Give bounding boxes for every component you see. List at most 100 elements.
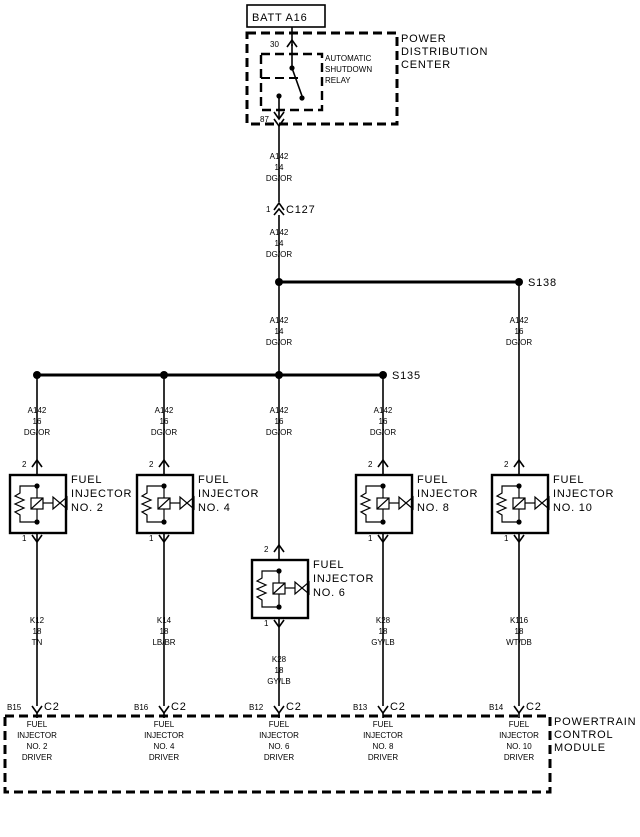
driver-wire-color: GY/LB xyxy=(267,677,291,686)
pcm-pin-label-line-3: NO. 2 xyxy=(27,742,48,751)
main-feed-wire: A142 14 DG/OR 1 C127 A142 14 DG/OR A142 … xyxy=(266,126,316,375)
driver-wire-gauge: 18 xyxy=(515,627,524,636)
injector-pin-bottom: 1 xyxy=(264,619,269,628)
pcm-pin-label-line-3: NO. 8 xyxy=(373,742,394,751)
pcm-pin-label-line-4: DRIVER xyxy=(22,753,52,762)
injector-label-line-1: FUEL xyxy=(553,474,584,486)
injector-label-line-2: INJECTOR xyxy=(71,488,132,500)
pcm-pin-label-line-4: DRIVER xyxy=(149,753,179,762)
injector-label-line-1: FUEL xyxy=(198,474,229,486)
injector-label-line-1: FUEL xyxy=(417,474,448,486)
injector-label-line-2: INJECTOR xyxy=(198,488,259,500)
driver-wire-color: LB/BR xyxy=(152,638,175,647)
pcm-pin-label-line-3: NO. 6 xyxy=(269,742,290,751)
injector-label-line-3: NO. 10 xyxy=(553,502,593,514)
pcm-pin-label-line-1: FUEL xyxy=(269,720,290,729)
main-wire-s138-gauge: 14 xyxy=(275,327,284,336)
injector-pin-bottom: 1 xyxy=(368,534,373,543)
injector-pin-top: 2 xyxy=(22,460,27,469)
splice-s135: S135 xyxy=(33,370,421,382)
relay-label-line-2: SHUTDOWN xyxy=(325,65,372,74)
pcm-pin-label-line-2: INJECTOR xyxy=(17,731,57,740)
power-distribution-center: POWER DISTRIBUTION CENTER 30 87 xyxy=(245,31,487,126)
powertrain-control-module: POWERTRAIN CONTROL MODULE xyxy=(3,714,636,794)
injector-pin-bottom: 1 xyxy=(22,534,27,543)
pcm-pin-label-line-4: DRIVER xyxy=(264,753,294,762)
pcm-label-line-3: MODULE xyxy=(554,742,606,754)
pcm-pin-label-line-2: INJECTOR xyxy=(363,731,403,740)
driver-wire-color: WT/DB xyxy=(506,638,532,647)
injector-label-line-1: FUEL xyxy=(313,559,344,571)
injector-label-line-2: INJECTOR xyxy=(417,488,478,500)
driver-wire-circuit: K12 xyxy=(30,616,45,625)
s138-branch-circuit: A142 xyxy=(510,316,529,325)
pcm-connector-label: C2 xyxy=(44,701,60,713)
driver-wire-circuit: K28 xyxy=(272,655,287,664)
injector-pin-bottom: 1 xyxy=(504,534,509,543)
injector-label-line-3: NO. 8 xyxy=(417,502,450,514)
pcm-pin-number: B16 xyxy=(134,703,149,712)
injector-label-line-1: FUEL xyxy=(71,474,102,486)
pcm-pin-label-line-1: FUEL xyxy=(373,720,394,729)
driver-wire-circuit: K116 xyxy=(510,616,529,625)
pcm-pin-label-line-1: FUEL xyxy=(154,720,175,729)
pcm-connector-label: C2 xyxy=(171,701,187,713)
pdc-label-line-1: POWER xyxy=(401,33,447,45)
pcm-pin-label-line-4: DRIVER xyxy=(368,753,398,762)
c127-label: C127 xyxy=(286,204,316,216)
pcm-label-line-1: POWERTRAIN xyxy=(554,716,636,728)
relay-pin-87: 87 xyxy=(260,115,269,124)
pcm-pin-label-line-2: INJECTOR xyxy=(144,731,184,740)
battery-feed: BATT A16 xyxy=(246,4,326,46)
relay-label-line-3: RELAY xyxy=(325,76,351,85)
main-wire-lower-color: DG/OR xyxy=(266,250,292,259)
pcm-connector-label: C2 xyxy=(526,701,542,713)
driver-wire-gauge: 18 xyxy=(275,666,284,675)
injector-pin-top: 2 xyxy=(264,545,269,554)
driver-wire-circuit: K28 xyxy=(376,616,391,625)
pcm-pin-label-line-4: DRIVER xyxy=(504,753,534,762)
main-wire-s138-circuit: A142 xyxy=(270,316,289,325)
injector-label-line-3: NO. 2 xyxy=(71,502,104,514)
injector-label-line-3: NO. 6 xyxy=(313,587,346,599)
main-wire-upper-color: DG/OR xyxy=(266,174,292,183)
injector-pin-top: 2 xyxy=(149,460,154,469)
pcm-pin-number: B13 xyxy=(353,703,368,712)
c127-pin: 1 xyxy=(266,205,271,214)
pdc-label-line-3: CENTER xyxy=(401,59,451,71)
s135-label: S135 xyxy=(392,370,421,382)
main-wire-lower-circuit: A142 xyxy=(270,228,289,237)
main-wire-s138-color: DG/OR xyxy=(266,338,292,347)
pcm-pin-label-line-3: NO. 4 xyxy=(154,742,175,751)
pcm-pin-label-line-1: FUEL xyxy=(27,720,48,729)
pcm-pin-number: B14 xyxy=(489,703,504,712)
relay-label-line-1: AUTOMATIC xyxy=(325,54,372,63)
main-wire-lower-gauge: 14 xyxy=(275,239,284,248)
pcm-pin-label-line-2: INJECTOR xyxy=(259,731,299,740)
relay-pin-30: 30 xyxy=(270,40,279,49)
driver-wire-circuit: K14 xyxy=(157,616,172,625)
pcm-pin-label-line-3: NO. 10 xyxy=(506,742,532,751)
injector-pin-top: 2 xyxy=(504,460,509,469)
pcm-label-line-2: CONTROL xyxy=(554,729,613,741)
battery-label: BATT A16 xyxy=(252,12,308,24)
pcm-pin-label-line-1: FUEL xyxy=(509,720,530,729)
driver-wire-color: TN xyxy=(32,638,43,647)
injector-pin-top: 2 xyxy=(368,460,373,469)
driver-wire-gauge: 18 xyxy=(379,627,388,636)
automatic-shutdown-relay: AUTOMATIC SHUTDOWN RELAY xyxy=(259,38,372,128)
main-wire-upper-circuit: A142 xyxy=(270,152,289,161)
s138-label: S138 xyxy=(528,277,557,289)
